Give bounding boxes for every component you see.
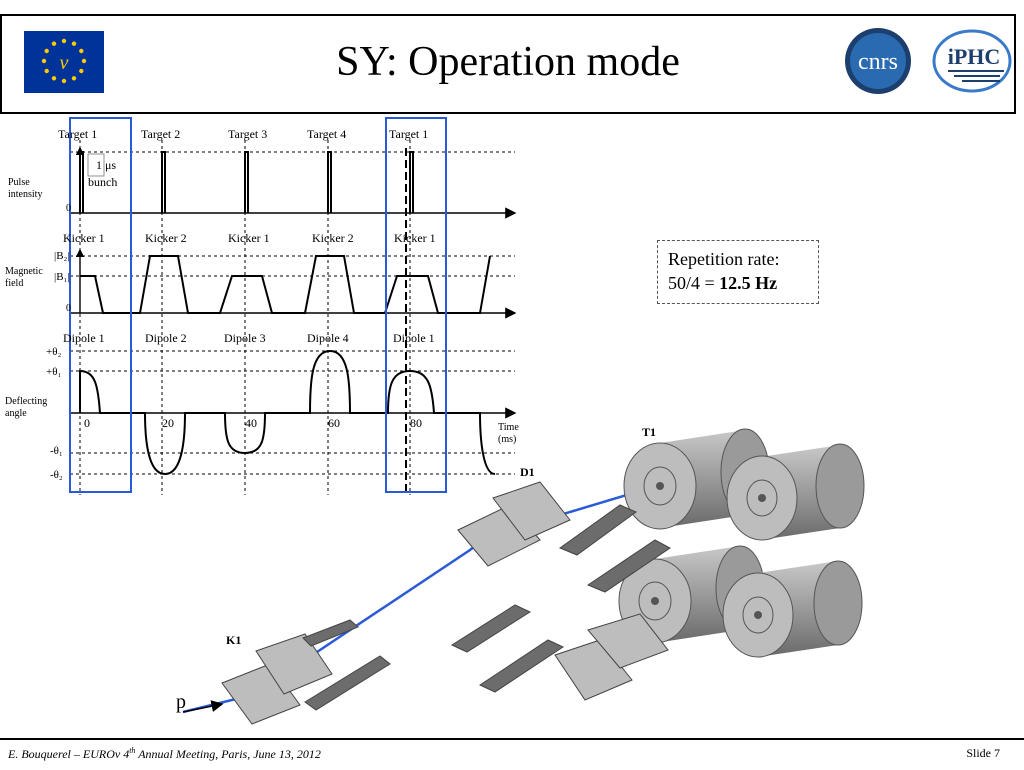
deflecting-angle-trace bbox=[79, 349, 496, 476]
mag-label-1: Magnetic bbox=[5, 266, 43, 277]
row2-label-2: Kicker 2 bbox=[145, 231, 187, 245]
repetition-value: 12.5 Hz bbox=[719, 273, 778, 293]
time-tick-80: 80 bbox=[410, 416, 422, 430]
row2-label-1: Kicker 1 bbox=[63, 231, 105, 245]
time-tick-40: 40 bbox=[245, 416, 257, 430]
row2-label-3: Kicker 1 bbox=[228, 231, 270, 245]
minus-theta1: -θ₁ bbox=[50, 445, 63, 457]
operation-diagram: Target 1 Target 2 Target 3 Target 4 Targ… bbox=[5, 117, 865, 725]
row2-label-5: Kicker 1 bbox=[394, 231, 436, 245]
mag-label-2: field bbox=[5, 278, 23, 289]
row3-label-1: Dipole 1 bbox=[63, 331, 105, 345]
zero-mag: 0 bbox=[66, 303, 71, 314]
time-label-1: Time bbox=[498, 422, 519, 433]
beamline-labels: T1 D1 K1 p bbox=[176, 425, 656, 713]
magnetic-field-trace bbox=[80, 255, 491, 314]
label-t1: T1 bbox=[642, 425, 656, 439]
time-gridlines bbox=[79, 140, 411, 495]
row3-label-3: Dipole 3 bbox=[224, 331, 266, 345]
b2-label: |B₂| bbox=[54, 250, 70, 262]
slide-footer: E. Bouquerel – EUROv 4th Annual Meeting,… bbox=[0, 738, 1024, 770]
row3-label-5: Dipole 1 bbox=[393, 331, 435, 345]
row1-label-1: Target 1 bbox=[58, 127, 97, 141]
time-tick-0: 0 bbox=[84, 416, 90, 430]
slide-header: ν SY: Operation mode cnrs iPHC bbox=[0, 14, 1016, 114]
axes bbox=[70, 146, 517, 419]
defl-label-2: angle bbox=[5, 408, 27, 419]
cnrs-logo: cnrs bbox=[845, 28, 911, 94]
zero-pulse: 0 bbox=[66, 203, 71, 214]
pulse-label-2: intensity bbox=[8, 189, 42, 200]
dipole-magnets bbox=[450, 481, 671, 701]
footer-credit: E. Bouquerel – EUROv 4th Annual Meeting,… bbox=[8, 746, 321, 762]
row3-label-2: Dipole 2 bbox=[145, 331, 187, 345]
plus-theta2: +θ₂ bbox=[46, 346, 61, 358]
minus-theta2: -θ₂ bbox=[50, 469, 63, 481]
label-p: p bbox=[176, 691, 186, 713]
footer-author: E. Bouquerel – EUROv 4 bbox=[8, 747, 130, 761]
kicker-magnets bbox=[221, 619, 391, 725]
row3-label-4: Dipole 4 bbox=[307, 331, 349, 345]
target-cylinders bbox=[618, 428, 865, 658]
bunch-label-1: 1 μs bbox=[96, 158, 116, 172]
row1-label-2: Target 2 bbox=[141, 127, 180, 141]
svg-text:iPHC: iPHC bbox=[948, 44, 1001, 69]
footer-sup: th bbox=[129, 746, 136, 755]
time-label-2: (ms) bbox=[498, 434, 516, 445]
page-title: SY: Operation mode bbox=[336, 39, 680, 85]
plus-theta1: +θ₁ bbox=[46, 366, 61, 378]
b1-label: |B₁| bbox=[54, 271, 70, 283]
level-gridlines bbox=[70, 151, 515, 475]
iphc-logo: iPHC bbox=[932, 29, 1012, 93]
bunch-label-2: bunch bbox=[88, 175, 117, 189]
row1-label-4: Target 4 bbox=[307, 127, 346, 141]
eu-flag-logo: ν bbox=[24, 31, 104, 93]
repetition-formula: 50/4 = bbox=[668, 273, 720, 293]
label-d1: D1 bbox=[520, 465, 535, 479]
time-tick-20: 20 bbox=[162, 416, 174, 430]
label-k1: K1 bbox=[226, 633, 241, 647]
time-tick-60: 60 bbox=[328, 416, 340, 430]
beam-arrow bbox=[182, 700, 224, 713]
repetition-line: 50/4 = 12.5 Hz bbox=[668, 271, 808, 295]
axis-labels: Pulse intensity 1 μs bunch 0 Magnetic fi… bbox=[5, 158, 519, 481]
cycle-highlight-box-2 bbox=[385, 117, 447, 493]
cycle-highlight-box-1 bbox=[69, 117, 132, 493]
footer-event: Annual Meeting, Paris, June 13, 2012 bbox=[135, 747, 321, 761]
defl-label-1: Deflecting bbox=[5, 396, 47, 407]
svg-text:ν: ν bbox=[60, 52, 69, 74]
row1-label-5: Target 1 bbox=[389, 127, 428, 141]
row1-label-3: Target 3 bbox=[228, 127, 267, 141]
slide-number: Slide 7 bbox=[966, 746, 1000, 760]
pulse-trace bbox=[79, 151, 414, 213]
bunch-marker bbox=[87, 153, 105, 177]
pulse-label-1: Pulse bbox=[8, 177, 30, 188]
repetition-label: Repetition rate: bbox=[668, 249, 780, 269]
svg-text:cnrs: cnrs bbox=[858, 49, 898, 75]
row2-label-4: Kicker 2 bbox=[312, 231, 354, 245]
repetition-rate-box: Repetition rate: 50/4 = 12.5 Hz bbox=[657, 240, 819, 304]
timing-labels: Target 1 Target 2 Target 3 Target 4 Targ… bbox=[58, 127, 436, 345]
